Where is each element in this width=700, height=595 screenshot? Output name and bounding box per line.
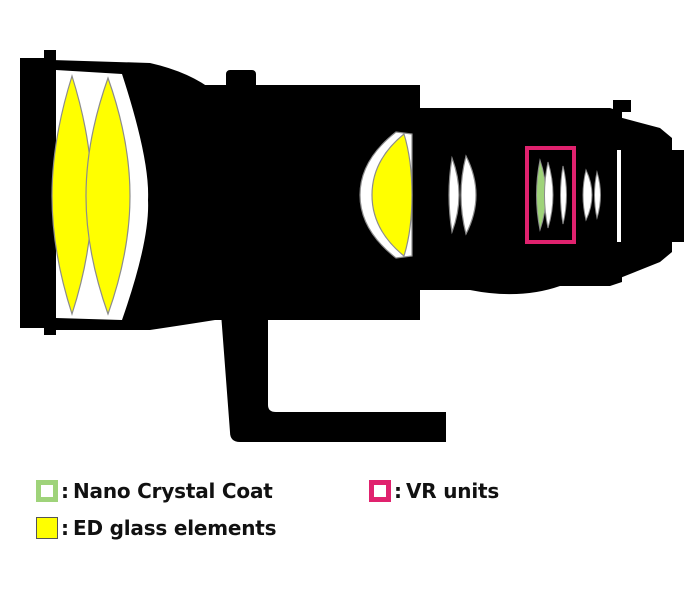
rear-lens-2	[460, 154, 477, 236]
legend-separator: :	[394, 479, 402, 503]
rear-barrel	[410, 108, 622, 295]
legend-separator: :	[61, 516, 69, 540]
rear-top-knob	[613, 100, 631, 112]
ed-element-front-2	[85, 76, 131, 316]
ed-element-mid	[371, 132, 413, 258]
legend-label-ed: ED glass elements	[73, 516, 277, 540]
vr-lens-1	[544, 161, 554, 229]
tripod-foot	[220, 300, 446, 442]
legend-ed-glass: : ED glass elements	[36, 516, 277, 540]
lens-cross-section-diagram	[20, 50, 684, 442]
rear-flange	[615, 116, 672, 280]
legend-label-vr: VR units	[406, 479, 500, 503]
legend-label-nano: Nano Crystal Coat	[73, 479, 273, 503]
rear-lens-1	[448, 155, 460, 235]
legend-separator: :	[61, 479, 69, 503]
vr-unit-swatch	[369, 480, 391, 502]
rear-mount	[668, 150, 684, 242]
legend-nano-crystal-coat: : Nano Crystal Coat	[36, 479, 273, 503]
rear-filter	[617, 150, 621, 242]
ed-glass-swatch	[36, 517, 58, 539]
nano-crystal-coat-swatch	[36, 480, 58, 502]
rear-lens-4	[594, 170, 601, 220]
vr-lens-2	[560, 165, 567, 225]
rear-lens-3	[582, 168, 593, 222]
vr-unit-box	[525, 146, 576, 244]
legend-vr-units: : VR units	[369, 479, 499, 503]
